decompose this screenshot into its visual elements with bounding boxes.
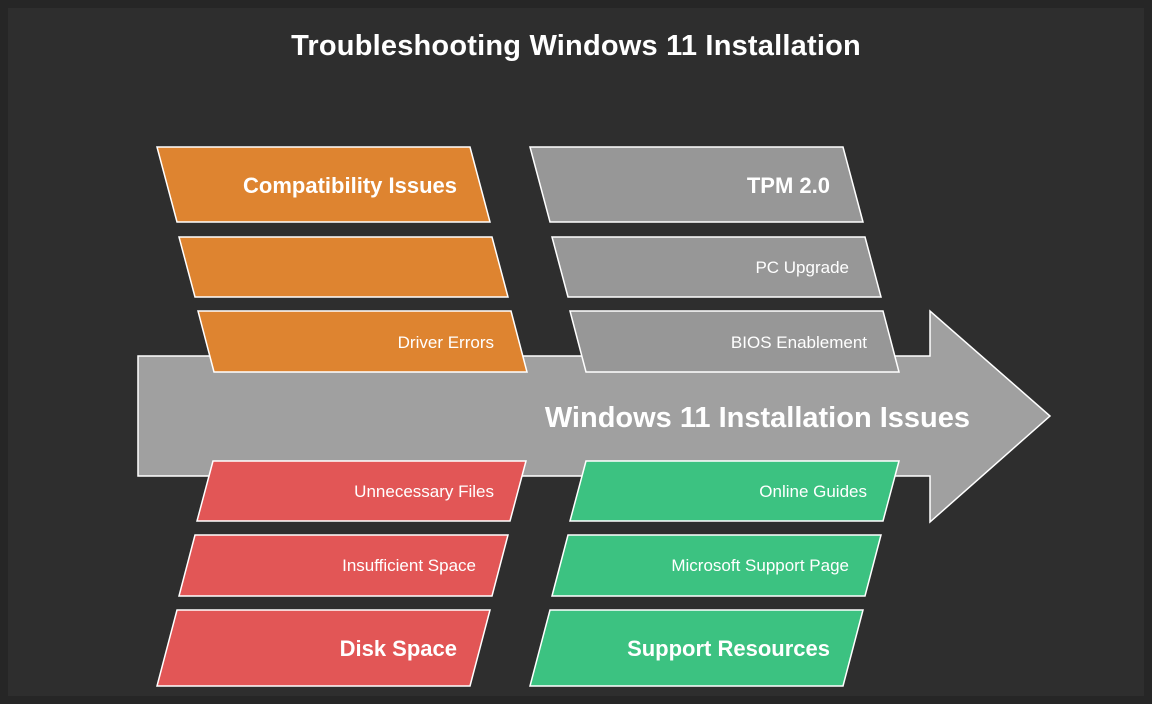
support-item-2: Microsoft Support Page: [671, 556, 849, 575]
support-item-box-1: [569, 460, 900, 522]
compatibility-heading-box: [156, 146, 491, 223]
support-item-box-2: [551, 534, 882, 597]
compatibility-heading: Compatibility Issues: [243, 173, 457, 198]
support-heading: Support Resources: [627, 636, 830, 661]
support-item-1: Online Guides: [759, 482, 867, 501]
tpm-item-box-2: [569, 310, 900, 373]
disk-heading: Disk Space: [340, 636, 457, 661]
main-arrow-label: Windows 11 Installation Issues: [545, 402, 970, 434]
disk-item-box-1: [196, 460, 527, 522]
tpm-heading-box: [529, 146, 864, 223]
tpm-item-box-1: [551, 236, 882, 298]
compatibility-item-box-1: [178, 236, 509, 298]
compatibility-item-box-2: [197, 310, 528, 373]
disk-item-box-2: [178, 534, 509, 597]
page-title: Troubleshooting Windows 11 Installation: [291, 30, 861, 62]
tpm-item-2: BIOS Enablement: [731, 333, 867, 352]
disk-item-2: Insufficient Space: [342, 556, 476, 575]
compatibility-item-2: Driver Errors: [398, 333, 494, 352]
disk-heading-box: [156, 609, 491, 687]
tpm-heading: TPM 2.0: [747, 173, 830, 198]
support-heading-box: [529, 609, 864, 687]
disk-item-1: Unnecessary Files: [354, 482, 494, 501]
tpm-item-1: PC Upgrade: [755, 258, 849, 277]
